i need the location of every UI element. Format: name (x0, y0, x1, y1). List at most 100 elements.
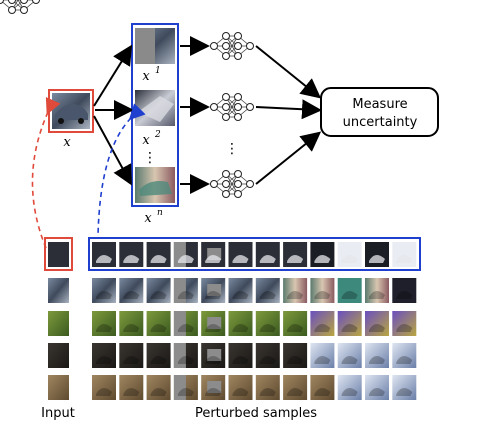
occlusion-patch (173, 343, 186, 368)
input-label: Input (41, 406, 75, 421)
thumbnail-shape (232, 254, 249, 263)
perturbed-thumbnail (228, 311, 253, 336)
neural-network-icon (210, 170, 254, 198)
x-label: x (63, 135, 71, 150)
perturbed-thumbnail (146, 375, 171, 400)
measure-uncertainty-box (320, 87, 439, 137)
perturbed-thumbnail (337, 375, 362, 400)
thumbnail-shape (177, 323, 194, 332)
occlusion-patch (207, 349, 222, 361)
perturbed-thumbnail (365, 375, 389, 400)
perturbed-thumbnail (283, 343, 308, 368)
thumbnail-shape (150, 323, 167, 332)
thumbnail-shape (150, 254, 167, 263)
thumbnail-shape (96, 323, 112, 332)
thumbnail-shape (287, 355, 304, 364)
perturbed-thumbnail (255, 278, 280, 303)
thumbnail-shape (396, 323, 413, 332)
thumbnail-shape (314, 355, 331, 364)
thumbnail-shape (396, 387, 413, 396)
thumbnail-shape (314, 290, 331, 299)
arrow-netn-to-measure (255, 131, 322, 185)
thumbnail-shape (205, 290, 222, 299)
thumbnail-shape (123, 387, 140, 396)
blue-dashed-connector (97, 103, 146, 237)
perturbed-thumbnail (365, 343, 389, 368)
thumbnail-shape (205, 355, 222, 364)
measure-label-line2: uncertainty (343, 115, 418, 130)
thumbnail-shape (314, 323, 331, 332)
perturbed-thumbnail (392, 311, 417, 336)
thumbnail-shape (341, 254, 358, 263)
thumbnail-shape (341, 290, 358, 299)
thumbnail-shape (259, 254, 276, 263)
occlusion-patch (173, 375, 186, 400)
perturbed-thumbnail (337, 343, 362, 368)
perturbed-thumbnail (255, 311, 280, 336)
measure-label-line1: Measure (352, 97, 407, 112)
thumbnail-shape (287, 290, 304, 299)
neural-network-icon (0, 0, 40, 14)
thumbnail-shape (396, 290, 413, 299)
perturbed-thumbnail (119, 375, 144, 400)
perturbed-thumbnail (228, 278, 253, 303)
perturbed-thumbnail (255, 375, 280, 400)
perturbed-thumbnail (283, 311, 308, 336)
arrow-net1-to-measure (255, 45, 322, 99)
x2-superscript: 2 (154, 130, 161, 140)
perturbed-thumbnail (119, 343, 144, 368)
red-dashed-connector (31, 97, 61, 249)
perturbed-thumbnail (255, 343, 280, 368)
thumbnail-shape (314, 254, 331, 263)
input-image-x (48, 89, 94, 133)
thumbnail-shape (396, 355, 413, 364)
perturbed-thumbnail (337, 278, 362, 303)
perturbed-thumbnail (92, 375, 116, 400)
thumbnail-shape (259, 355, 276, 364)
input-thumbnail (48, 375, 69, 400)
x1-superscript: 1 (155, 66, 161, 76)
input-thumbnail (48, 343, 69, 368)
thumbnail-shape (369, 387, 385, 396)
occlusion-patch (173, 311, 186, 336)
x2-label: x (142, 133, 150, 148)
thumbnail-shape (177, 387, 194, 396)
thumbnail-shape (287, 387, 304, 396)
x1-label: x (142, 69, 150, 84)
perturbed-thumbnail (310, 375, 335, 400)
arrow-input-to-x1 (93, 44, 133, 107)
thumbnail-shape (150, 355, 167, 364)
perturbed-thumbnail (228, 242, 253, 267)
thumbnail-shape (150, 387, 167, 396)
perturbed-thumbnail (146, 278, 171, 303)
perturbed-thumbnail (392, 343, 417, 368)
perturbed-thumbnail (119, 278, 144, 303)
thumbnail-shape (232, 323, 249, 332)
thumbnail-shape (205, 254, 222, 263)
perturbed-image-x1 (135, 28, 175, 64)
sample-grid (48, 242, 417, 400)
thumbnail-shape (96, 290, 112, 299)
perturbed-thumbnail (392, 375, 417, 400)
thumbnail-shape (232, 290, 249, 299)
perturbed-thumbnail (92, 242, 116, 267)
perturbed-thumbnail (310, 242, 335, 267)
perturbed-thumbnail (310, 343, 335, 368)
thumbnail-shape (232, 387, 249, 396)
occlusion-patch (207, 284, 222, 296)
perturbed-row-highlight-box (88, 237, 421, 271)
thumbnail-shape (259, 387, 276, 396)
perturbed-thumbnail (337, 311, 362, 336)
thumbnail-shape (369, 355, 385, 364)
perturbed-thumbnail (310, 311, 335, 336)
occlusion-patch (173, 278, 186, 303)
thumbnail-shape (205, 387, 222, 396)
xn-label: x (144, 211, 152, 226)
perturbed-thumbnail (392, 278, 417, 303)
perturbed-image-xn (135, 167, 175, 203)
perturbed-thumbnail (283, 242, 308, 267)
thumbnail-shape (96, 387, 112, 396)
input-thumbnail (48, 311, 69, 336)
thumbnail-shape (314, 387, 331, 396)
